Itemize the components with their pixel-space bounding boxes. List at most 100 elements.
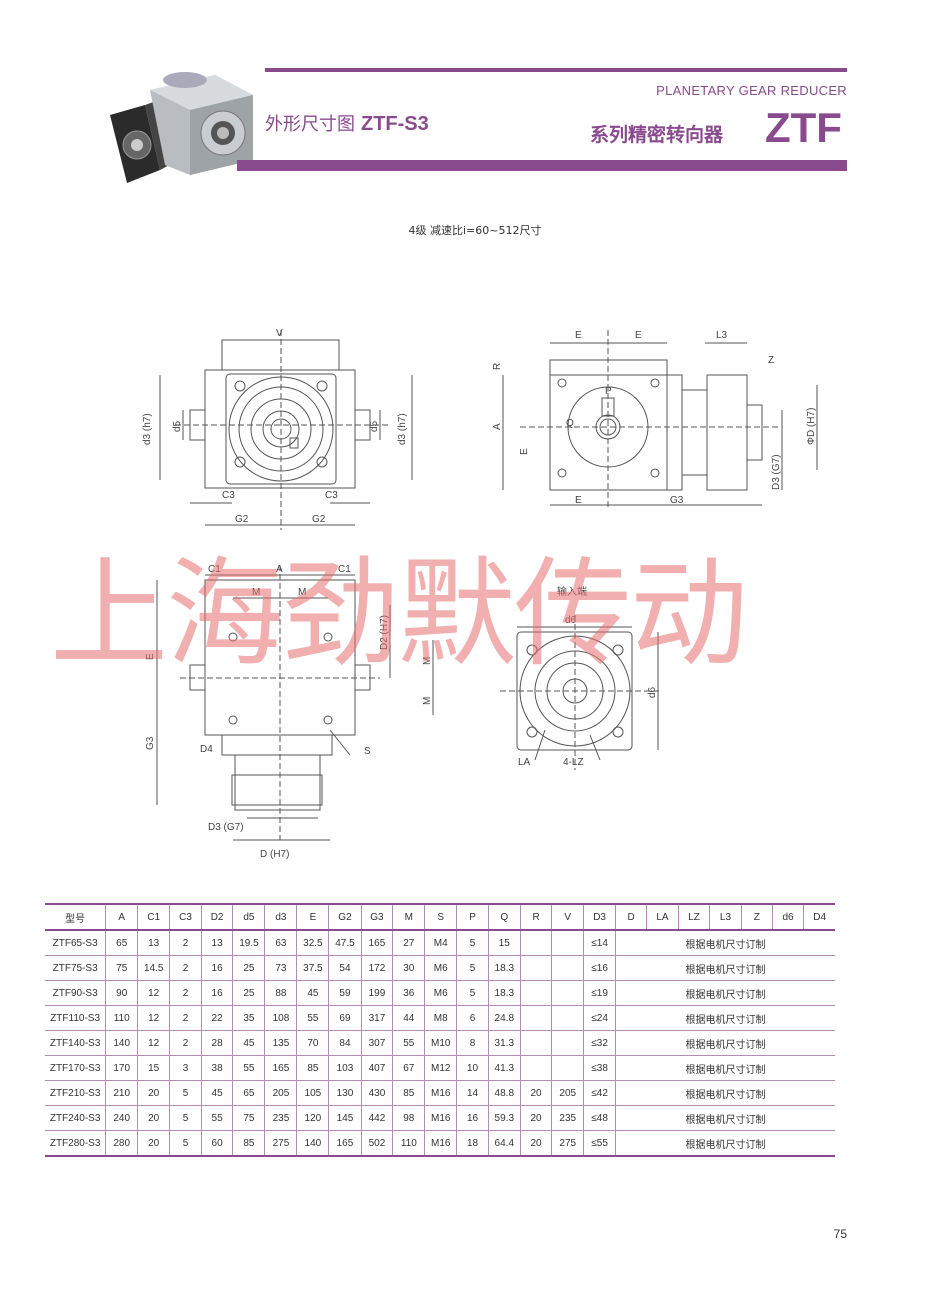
label-P: P — [605, 386, 612, 397]
table-cell: 103 — [328, 1055, 362, 1081]
page-number: 75 — [833, 1227, 847, 1241]
label-Z: Z — [768, 355, 774, 366]
table-header-cell: G2 — [328, 903, 362, 931]
table-note-cell: 根据电机尺寸订制 — [615, 1005, 835, 1031]
table-cell: 5 — [169, 1130, 202, 1157]
table-cell — [519, 1030, 553, 1056]
header-top-rule — [265, 68, 847, 72]
table-cell: 45 — [200, 1080, 234, 1106]
table-cell: 59 — [328, 980, 362, 1006]
label-S: S — [364, 746, 371, 757]
label-D2H7: D2 (H7) — [379, 615, 390, 650]
table-cell — [551, 929, 585, 956]
table-cell: 65 — [232, 1080, 266, 1106]
table-cell: 307 — [360, 1030, 394, 1056]
table-cell: 110 — [392, 1130, 426, 1157]
table-cell: 2 — [169, 980, 202, 1006]
table-cell: 407 — [360, 1055, 394, 1081]
table-cell: 37.5 — [296, 955, 330, 981]
input-end-view — [500, 615, 660, 770]
table-cell: 75 — [105, 955, 139, 981]
table-cell: 15 — [487, 929, 521, 956]
table-cell: 5 — [456, 929, 489, 956]
table-cell: 275 — [264, 1130, 298, 1157]
table-cell: M16 — [424, 1105, 458, 1131]
table-cell: 45 — [296, 980, 330, 1006]
table-cell: M4 — [424, 929, 458, 956]
series-name: 系列精密转向器 — [590, 124, 724, 146]
table-cell: 16 — [456, 1105, 489, 1131]
label-E-bottom: E — [575, 495, 582, 506]
table-cell: ≤14 — [583, 929, 617, 956]
label-C1-right: C1 — [338, 564, 351, 575]
table-cell: 20 — [137, 1080, 171, 1106]
table-cell: 14.5 — [137, 955, 171, 981]
dimension-drawings: V d3 (h7) d3 (h7) d5 d5 C3 C3 G2 G2 E E … — [142, 328, 818, 860]
table-header-cell: C1 — [137, 903, 171, 931]
table-cell: M16 — [424, 1080, 458, 1106]
table-cell: 73 — [264, 955, 298, 981]
table-cell — [519, 955, 553, 981]
table-cell: 280 — [105, 1130, 139, 1157]
table-cell: 75 — [232, 1105, 266, 1131]
table-cell: 31.3 — [487, 1030, 521, 1056]
label-LA: LA — [518, 757, 531, 768]
header-bottom-rule — [237, 160, 847, 171]
table-cell: 36 — [392, 980, 426, 1006]
drawing-subtitle: 4级 减速比i=60~512尺寸 — [408, 224, 542, 237]
table-header-cell: d6 — [771, 903, 805, 931]
table-cell: M6 — [424, 955, 458, 981]
table-cell — [551, 1055, 585, 1081]
table-header-cell: D — [615, 903, 648, 931]
table-cell: 64.4 — [487, 1130, 521, 1157]
table-header-cell: LA — [646, 903, 679, 931]
table-cell: 205 — [551, 1080, 585, 1106]
product-image — [110, 72, 253, 183]
table-cell: 235 — [264, 1105, 298, 1131]
table-header-cell: L3 — [709, 903, 742, 931]
table-model-cell: ZTF90-S3 — [45, 980, 107, 1006]
table-cell: 5 — [456, 980, 489, 1006]
table-header-cell: P — [456, 903, 489, 931]
table-header-cell: Z — [740, 903, 773, 931]
table-cell: 165 — [264, 1055, 298, 1081]
label-d5-right: d5 — [369, 420, 380, 432]
table-cell: 55 — [232, 1055, 266, 1081]
table-cell: 108 — [264, 1005, 298, 1031]
table-cell: ≤55 — [583, 1130, 617, 1157]
table-cell: 120 — [296, 1105, 330, 1131]
table-note-cell: 根据电机尺寸订制 — [615, 955, 835, 981]
label-D3G7-top: D3 (G7) — [208, 822, 244, 833]
table-cell: 20 — [519, 1105, 553, 1131]
label-D4: D4 — [200, 744, 213, 755]
table-model-cell: ZTF140-S3 — [45, 1030, 107, 1056]
label-G2-left: G2 — [235, 514, 249, 525]
label-E-top-1: E — [575, 330, 582, 341]
table-cell: M10 — [424, 1030, 458, 1056]
label-A-side: A — [492, 423, 503, 430]
table-cell: 18.3 — [487, 955, 521, 981]
table-cell: 45 — [232, 1030, 266, 1056]
table-cell: 28 — [200, 1030, 234, 1056]
label-M-3: M — [422, 657, 433, 665]
table-cell: 22 — [200, 1005, 234, 1031]
table-cell: 12 — [137, 1005, 171, 1031]
table-header-cell: d3 — [264, 903, 298, 931]
table-cell: 13 — [137, 929, 171, 956]
table-cell: 140 — [296, 1130, 330, 1157]
table-header-cell: d5 — [232, 903, 266, 931]
table-cell: 2 — [169, 929, 202, 956]
table-cell: 140 — [105, 1030, 139, 1056]
table-cell: 130 — [328, 1080, 362, 1106]
label-M-4: M — [422, 697, 433, 705]
table-cell: 199 — [360, 980, 394, 1006]
table-header-cell: D3 — [583, 903, 617, 931]
label-LZ: 4-LZ — [563, 757, 584, 768]
table-cell: 85 — [392, 1080, 426, 1106]
title-en: PLANETARY GEAR REDUCER — [656, 83, 847, 98]
table-header-cell: D4 — [803, 903, 835, 931]
